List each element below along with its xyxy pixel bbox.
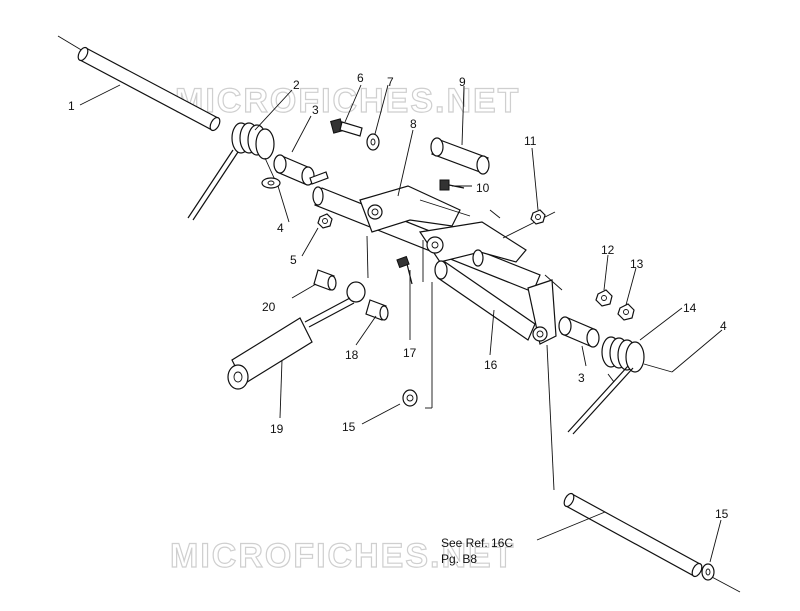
callout-1: 1 <box>68 99 75 113</box>
bracket-8 <box>359 185 461 233</box>
watermark-bottom: MICROFICHES.NET <box>170 537 515 575</box>
leader-lines <box>79 84 723 563</box>
nut-13 <box>617 303 635 321</box>
shaft-16 <box>434 260 557 345</box>
bushing-20 <box>313 269 337 291</box>
nut-11 <box>530 209 546 225</box>
washer-7 <box>366 133 380 151</box>
bolt-6 <box>330 118 363 137</box>
callout-7: 7 <box>387 75 394 89</box>
torsion-spring-right <box>567 336 673 435</box>
bushing-upper <box>273 154 315 186</box>
reference-note-line1: See Ref. 16C <box>441 536 513 550</box>
bolt-17 <box>396 255 413 285</box>
callout-16: 16 <box>484 358 498 372</box>
callout-3b: 3 <box>578 371 585 385</box>
bracket-right <box>418 221 527 267</box>
callout-6: 6 <box>357 71 364 85</box>
spacer-9 <box>430 137 490 175</box>
bolt-10 <box>439 179 465 191</box>
pin-small <box>309 171 329 185</box>
callout-5: 5 <box>290 253 297 267</box>
bushing-lower <box>558 316 600 348</box>
nut-5 <box>317 213 333 229</box>
callout-18: 18 <box>345 348 359 362</box>
reference-note-line2: Pg. B8 <box>441 552 477 566</box>
callout-11: 11 <box>524 134 537 148</box>
callout-4a: 4 <box>277 221 284 235</box>
guide-lines <box>366 199 563 491</box>
callout-20: 20 <box>262 300 276 314</box>
washer-15-mid <box>402 389 418 407</box>
callout-17: 17 <box>403 346 417 360</box>
bushing-18 <box>365 299 389 321</box>
washer-15-lower <box>701 563 715 581</box>
callout-10: 10 <box>476 181 490 195</box>
callout-3a: 3 <box>312 103 319 117</box>
callout-8: 8 <box>410 117 417 131</box>
watermark-top: MICROFICHES.NET <box>175 82 520 120</box>
callout-12: 12 <box>601 243 615 257</box>
callout-19: 19 <box>270 422 284 436</box>
torsion-spring-upper <box>187 122 281 221</box>
callout-2: 2 <box>293 78 300 92</box>
callout-14: 14 <box>683 301 697 315</box>
callout-15a: 15 <box>342 420 356 434</box>
callout-labels: 1 2 3 3 4 4 5 6 7 8 9 10 11 12 13 14 15 … <box>68 71 729 521</box>
callout-4b: 4 <box>720 319 727 333</box>
nut-12 <box>595 289 613 307</box>
shock-absorber-19 <box>227 281 366 390</box>
callout-15b: 15 <box>715 507 729 521</box>
callout-13: 13 <box>630 257 644 271</box>
rod-upper-left <box>57 35 221 132</box>
callout-9: 9 <box>459 75 466 89</box>
